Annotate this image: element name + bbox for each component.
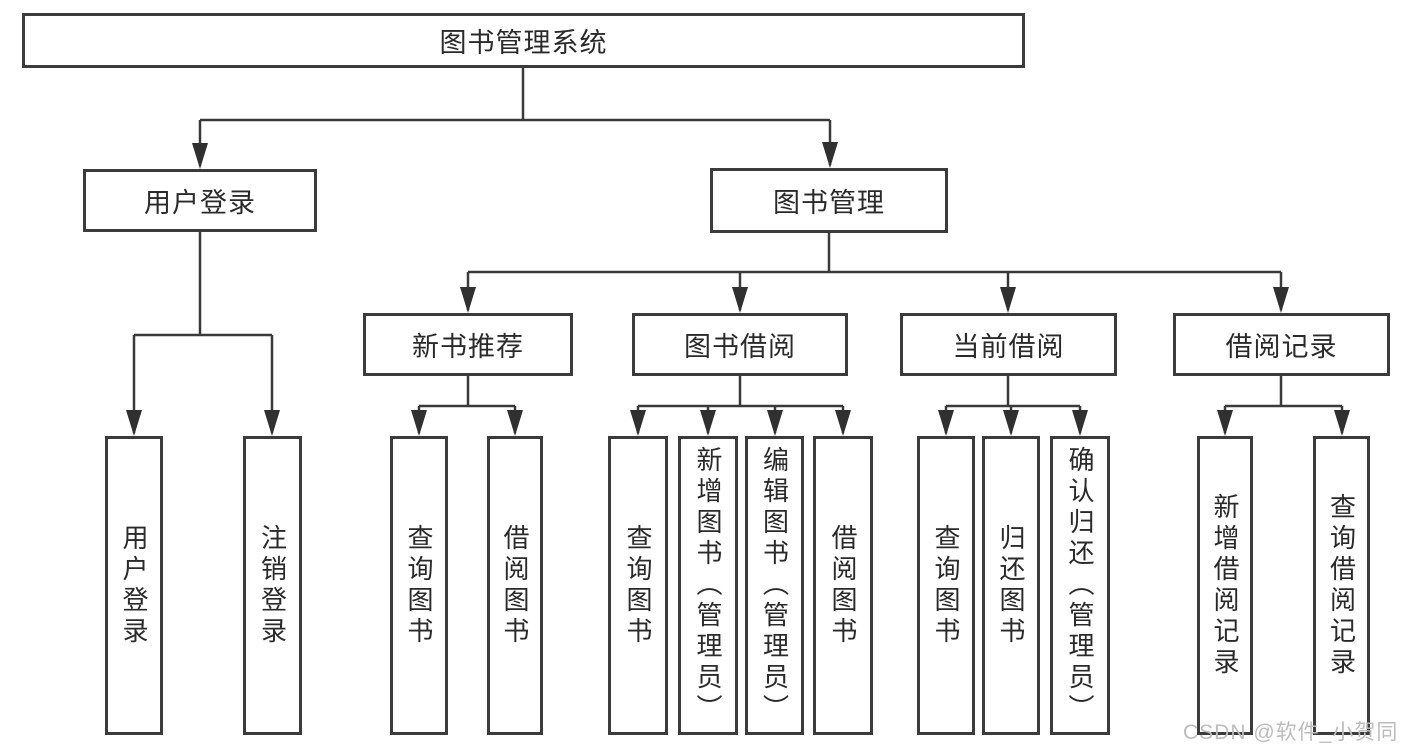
leaf-user-login: 用户登录: [105, 436, 163, 735]
node-borrowing-records: 借阅记录: [1173, 313, 1390, 376]
node-new-book-recommend: 新书推荐: [363, 313, 573, 376]
csdn-watermark: CSDN @软件_小贺同学: [1183, 721, 1399, 744]
node-current-borrowing: 当前借阅: [900, 313, 1117, 376]
node-book-management: 图书管理: [710, 168, 948, 233]
leaf-borrowing-query-books: 查询图书: [608, 436, 668, 735]
leaf-recommend-query-books: 查询图书: [390, 436, 448, 735]
leaf-borrowing-add-books-admin: 新增图书（管理员）: [678, 436, 738, 735]
node-user-login: 用户登录: [83, 169, 317, 232]
leaf-borrowing-edit-books-admin: 编辑图书（管理员）: [745, 436, 804, 735]
leaf-records-query-record: 查询借阅记录: [1313, 436, 1370, 735]
leaf-current-query-books: 查询图书: [917, 436, 975, 735]
leaf-records-add-record: 新增借阅记录: [1197, 436, 1253, 735]
node-book-borrowing: 图书借阅: [632, 313, 848, 376]
node-root: 图书管理系统: [22, 13, 1025, 68]
leaf-current-confirm-return-admin: 确认归还（管理员）: [1050, 436, 1110, 735]
leaf-logout: 注销登录: [243, 436, 302, 735]
leaf-current-return-books: 归还图书: [982, 436, 1040, 735]
leaf-borrowing-borrow-books: 借阅图书: [813, 436, 873, 735]
leaf-recommend-borrow-books: 借阅图书: [487, 436, 543, 735]
arrowheads: [126, 142, 1350, 436]
